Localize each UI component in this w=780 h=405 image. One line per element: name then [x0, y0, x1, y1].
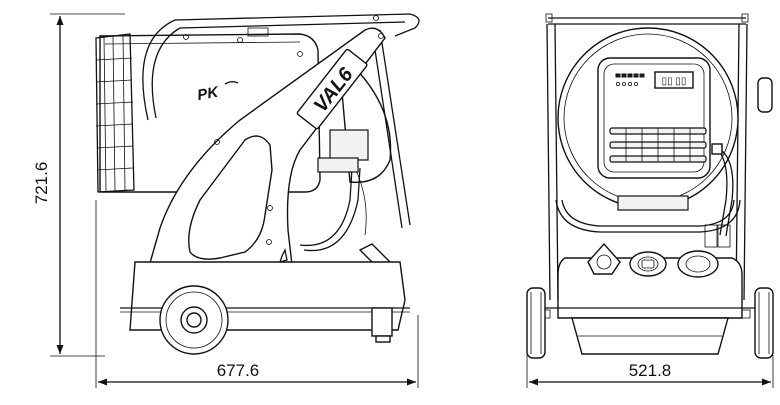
- fuel-cap: [587, 242, 621, 275]
- height-dimension-label: 721.6: [32, 162, 51, 205]
- height-dimension: 721.6: [32, 13, 125, 357]
- side-wheel: [159, 285, 229, 355]
- front-width-label: 521.8: [629, 361, 672, 380]
- front-left-wheel: [526, 287, 546, 359]
- side-width-label: 677.6: [217, 361, 260, 380]
- front-guard-grill: [95, 33, 135, 193]
- front-view: ▯▯ ▯▯: [526, 13, 774, 359]
- side-width-dimension: 677.6: [95, 200, 419, 388]
- vent-slots: [609, 127, 707, 163]
- front-width-dimension: 521.8: [526, 355, 774, 388]
- logo-text: PK: [196, 84, 221, 105]
- front-right-wheel: [754, 287, 774, 359]
- display-digits: ▯▯ ▯▯: [662, 76, 687, 87]
- side-view: PK VAL6: [95, 13, 420, 355]
